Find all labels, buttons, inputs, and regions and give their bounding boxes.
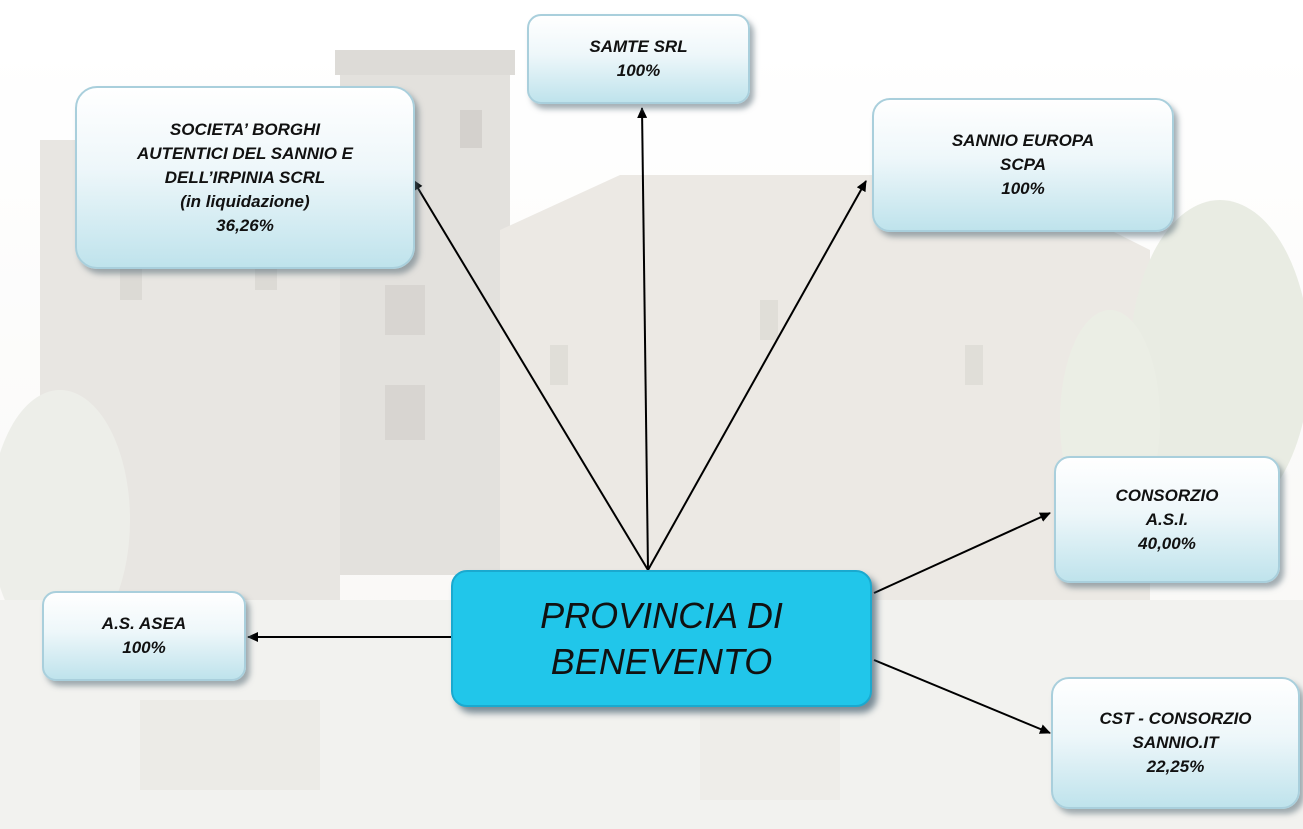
node-cst-line2: SANNIO.IT bbox=[1132, 733, 1219, 752]
node-asea: A.S. ASEA 100% bbox=[42, 591, 246, 681]
node-sannio-europa: SANNIO EUROPA SCPA 100% bbox=[872, 98, 1174, 232]
arrow-to-asi bbox=[873, 512, 1051, 594]
node-asea-name: A.S. ASEA bbox=[101, 614, 187, 633]
node-borghi-line1: SOCIETA’ BORGHI bbox=[169, 119, 321, 139]
node-asi-line1: CONSORZIO bbox=[1115, 485, 1219, 505]
node-samte-share: 100% bbox=[616, 61, 661, 80]
node-asi-share: 40,00% bbox=[1138, 533, 1196, 553]
center-title-line1: PROVINCIA DI bbox=[540, 594, 783, 636]
node-borghi-line2: AUTENTICI DEL SANNIO E bbox=[137, 143, 353, 163]
arrow-to-sannio-europa bbox=[647, 180, 867, 571]
node-sannio-europa-line2: SCPA bbox=[1000, 155, 1046, 174]
node-sannio-europa-line1: SANNIO EUROPA bbox=[951, 131, 1095, 150]
node-samte-name: SAMTE SRL bbox=[589, 37, 688, 56]
arrow-to-cst bbox=[873, 659, 1051, 734]
node-asi-line2: A.S.I. bbox=[1145, 509, 1189, 529]
node-borghi-line3: DELL’IRPINIA SCRL bbox=[164, 167, 326, 187]
node-sannio-europa-share: 100% bbox=[1001, 179, 1045, 198]
node-samte: SAMTE SRL 100% bbox=[527, 14, 750, 104]
node-asea-share: 100% bbox=[122, 638, 166, 657]
node-cst-share: 22,25% bbox=[1146, 757, 1205, 776]
arrow-to-samte bbox=[637, 107, 649, 571]
node-borghi-line4: (in liquidazione) bbox=[180, 191, 310, 211]
node-cst-line1: CST - CONSORZIO bbox=[1099, 709, 1252, 728]
node-borghi: SOCIETA’ BORGHI AUTENTICI DEL SANNIO E D… bbox=[75, 86, 415, 269]
node-asi: CONSORZIO A.S.I. 40,00% bbox=[1054, 456, 1280, 583]
node-borghi-share: 36,26% bbox=[216, 215, 274, 235]
node-cst: CST - CONSORZIO SANNIO.IT 22,25% bbox=[1051, 677, 1300, 809]
node-provincia-center: PROVINCIA DI BENEVENTO bbox=[451, 570, 872, 707]
center-title-line2: BENEVENTO bbox=[550, 640, 773, 682]
arrow-to-borghi bbox=[412, 179, 649, 571]
